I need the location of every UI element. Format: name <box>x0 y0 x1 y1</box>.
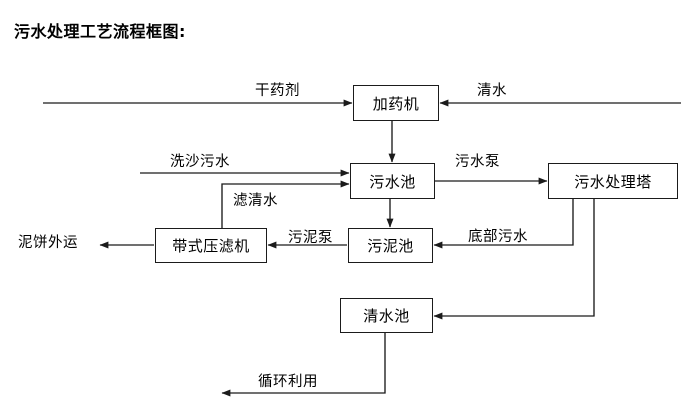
node-label: 带式压滤机 <box>172 237 250 255</box>
edge-tower-to-clear-pool <box>433 199 595 320</box>
node-label: 清水池 <box>363 307 410 325</box>
node-label: 加药机 <box>372 94 420 113</box>
edge-filtrate-to-sewage-pool <box>221 180 350 228</box>
node-sewage-pool[interactable]: 污水池 <box>350 163 435 199</box>
edge-tower-to-sludge-pool <box>433 199 574 249</box>
node-label: 污水处理塔 <box>574 172 652 191</box>
node-label: 污水池 <box>369 172 416 191</box>
edge-label-clean-water: 清水 <box>477 83 507 99</box>
node-label: 污泥池 <box>367 237 414 255</box>
node-belt-filter-press[interactable]: 带式压滤机 <box>155 228 267 263</box>
page-title: 污水处理工艺流程框图: <box>14 22 186 41</box>
node-sludge-pool[interactable]: 污泥池 <box>348 228 433 263</box>
node-treatment-tower[interactable]: 污水处理塔 <box>548 163 678 199</box>
edge-label-sand-wash-water: 洗沙污水 <box>170 154 230 170</box>
node-dosing-machine[interactable]: 加药机 <box>353 85 439 121</box>
edge-label-bottom-sewage: 底部污水 <box>468 229 528 245</box>
edge-label-filtrate-water: 滤清水 <box>233 193 278 209</box>
terminal-label-mud-cake-out: 泥饼外运 <box>18 235 78 251</box>
edge-label-dry-agent: 干药剂 <box>255 83 300 99</box>
edge-label-recycle-use: 循环利用 <box>258 374 318 390</box>
edge-label-sewage-pump: 污水泵 <box>455 154 500 170</box>
node-clear-water-pool[interactable]: 清水池 <box>340 298 433 333</box>
edge-label-sludge-pump: 污泥泵 <box>288 230 333 246</box>
edge-clear-pool-to-recycle <box>221 333 386 397</box>
